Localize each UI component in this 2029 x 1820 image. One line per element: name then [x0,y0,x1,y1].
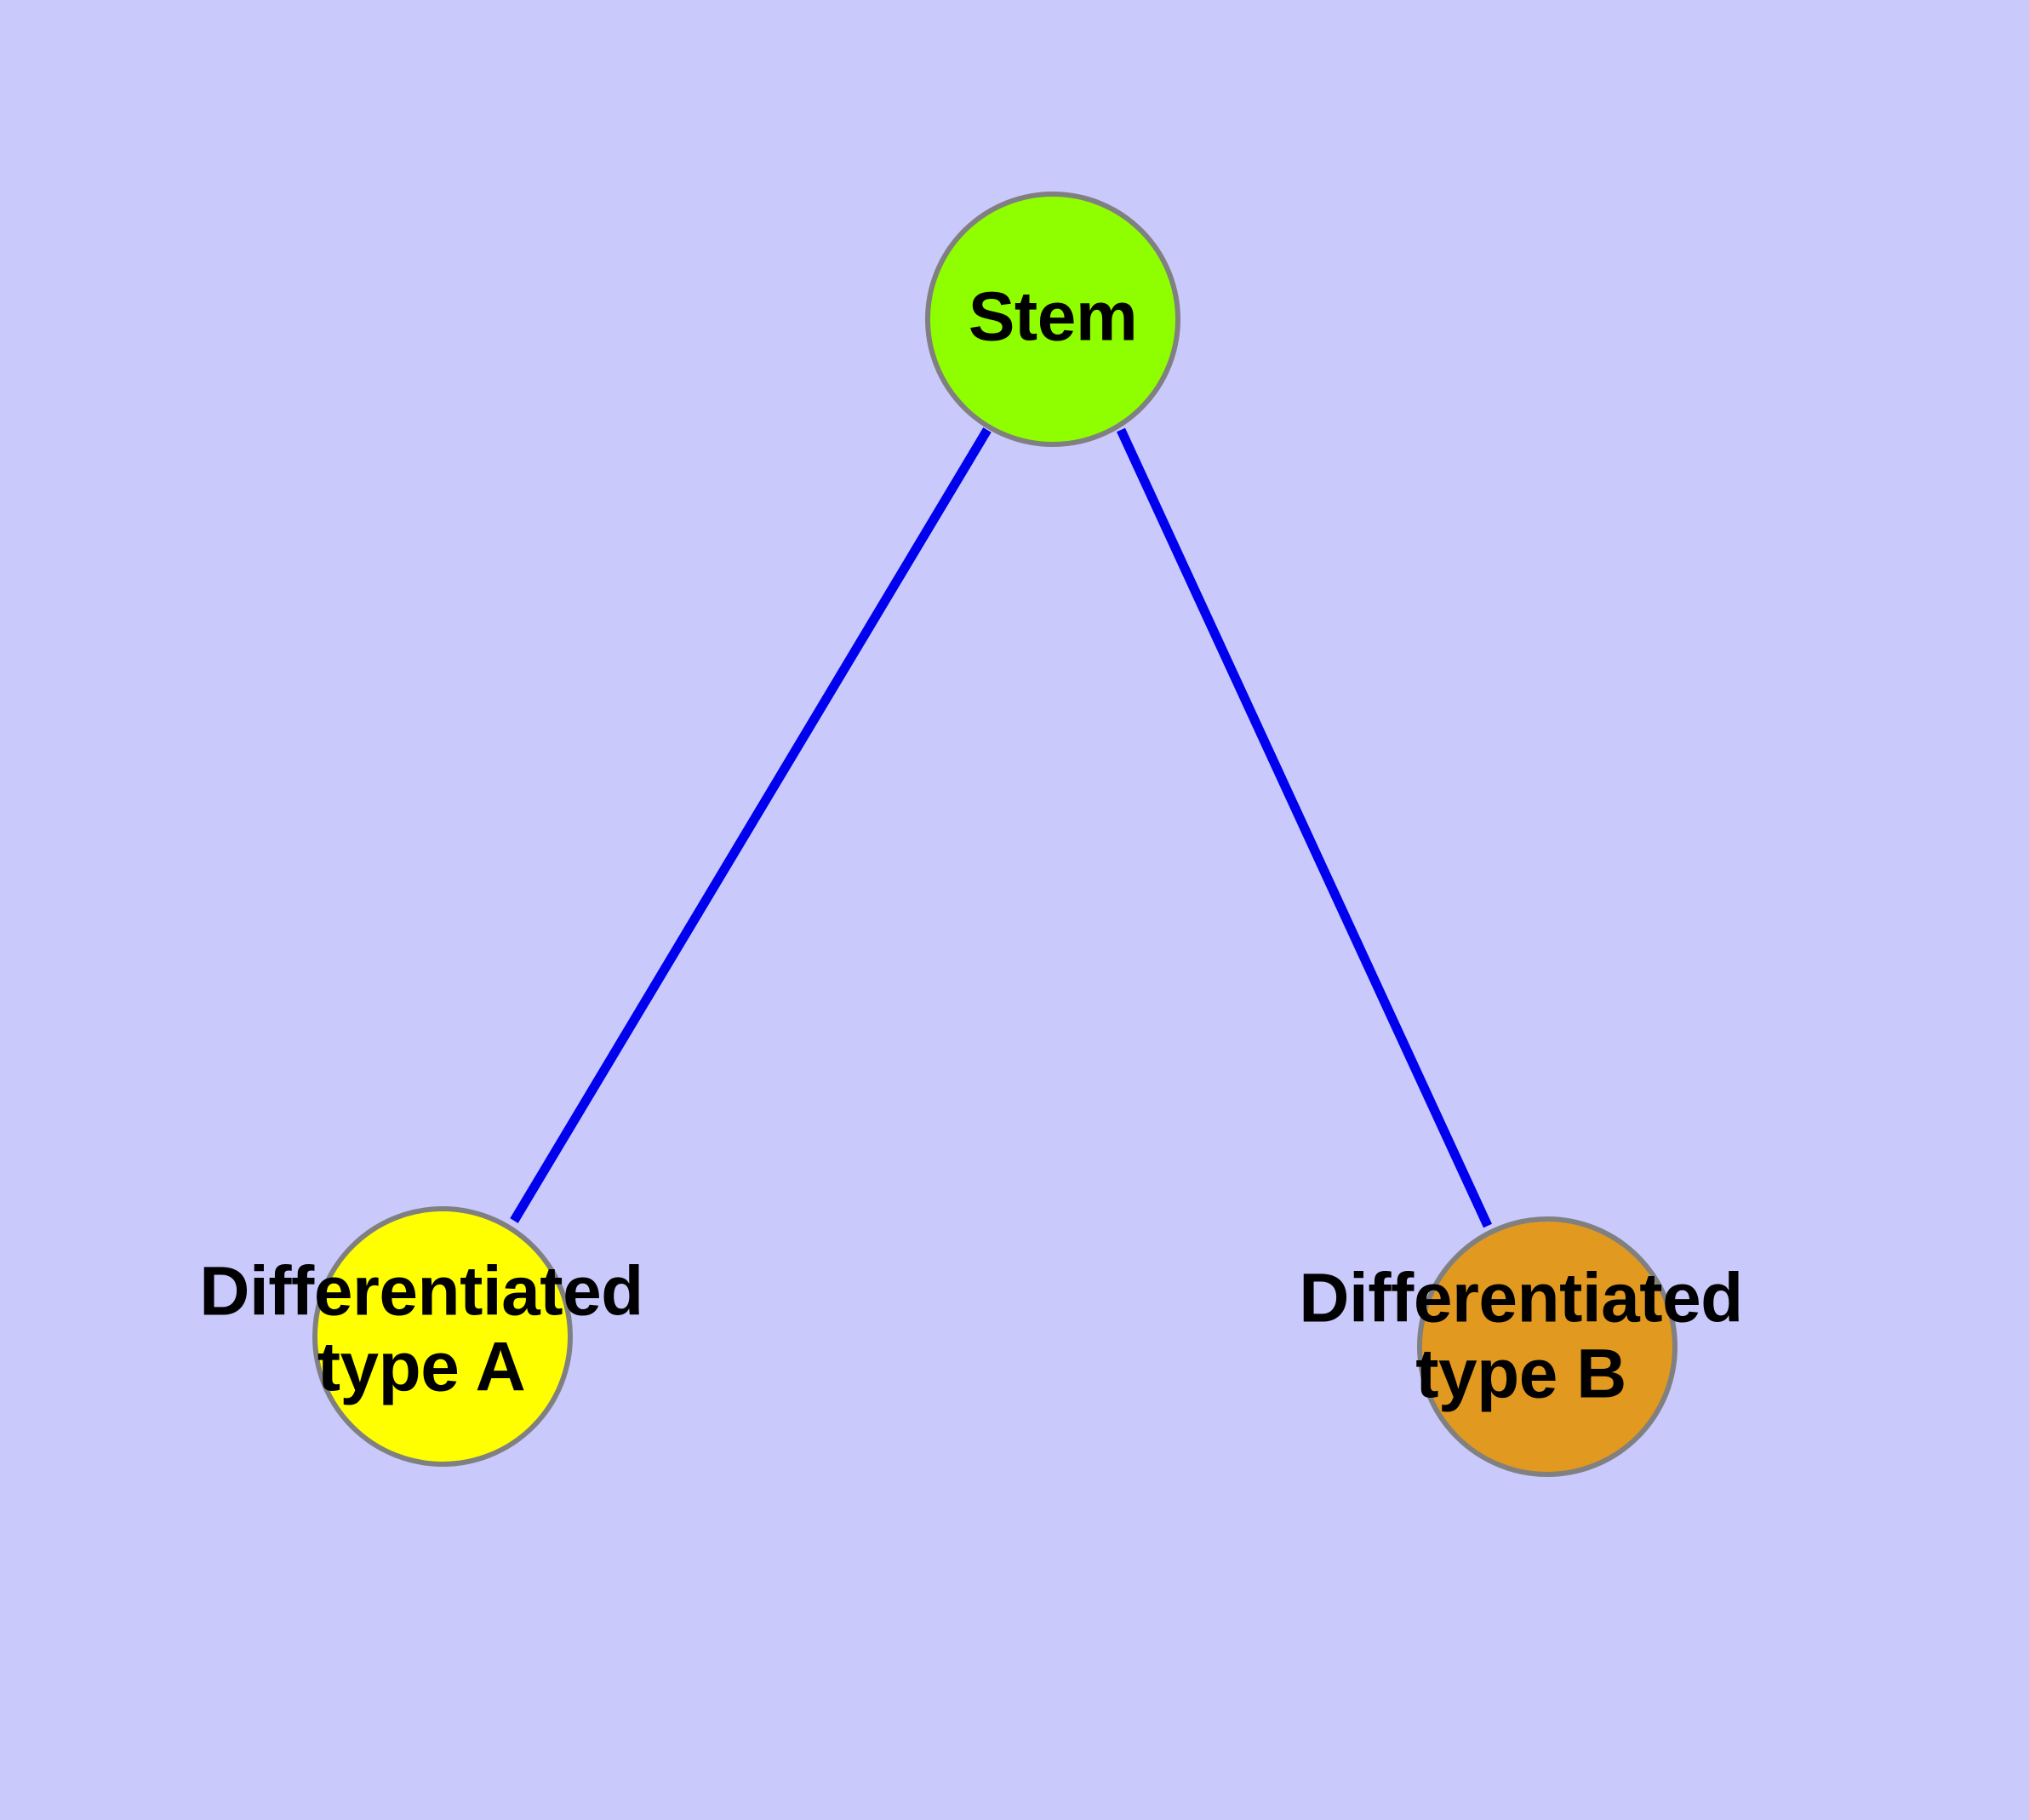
edge-group [510,427,1492,1228]
node-differentiated-type-a[interactable] [312,1206,573,1467]
node-b-label-line1: Differentiated [1299,1259,1743,1337]
node-differentiated-type-b[interactable] [1417,1216,1677,1477]
node-a-label-line1: Differentiated [199,1252,643,1331]
node-b-label-line2: type B [1415,1335,1626,1412]
node-differentiated-type-b-label: Differentiated type B [1299,1261,1743,1411]
node-differentiated-type-a-label: Differentiated type A [199,1254,643,1405]
edge-stem-to-diff-a[interactable] [510,427,992,1223]
edge-stem-to-diff-b[interactable] [1117,427,1492,1228]
node-stem-label: Stem [968,278,1138,356]
node-a-label-line2: type A [317,1328,526,1405]
node-stem[interactable] [925,192,1180,447]
node-stem-label-text: Stem [968,278,1138,356]
node-group [312,192,1677,1477]
